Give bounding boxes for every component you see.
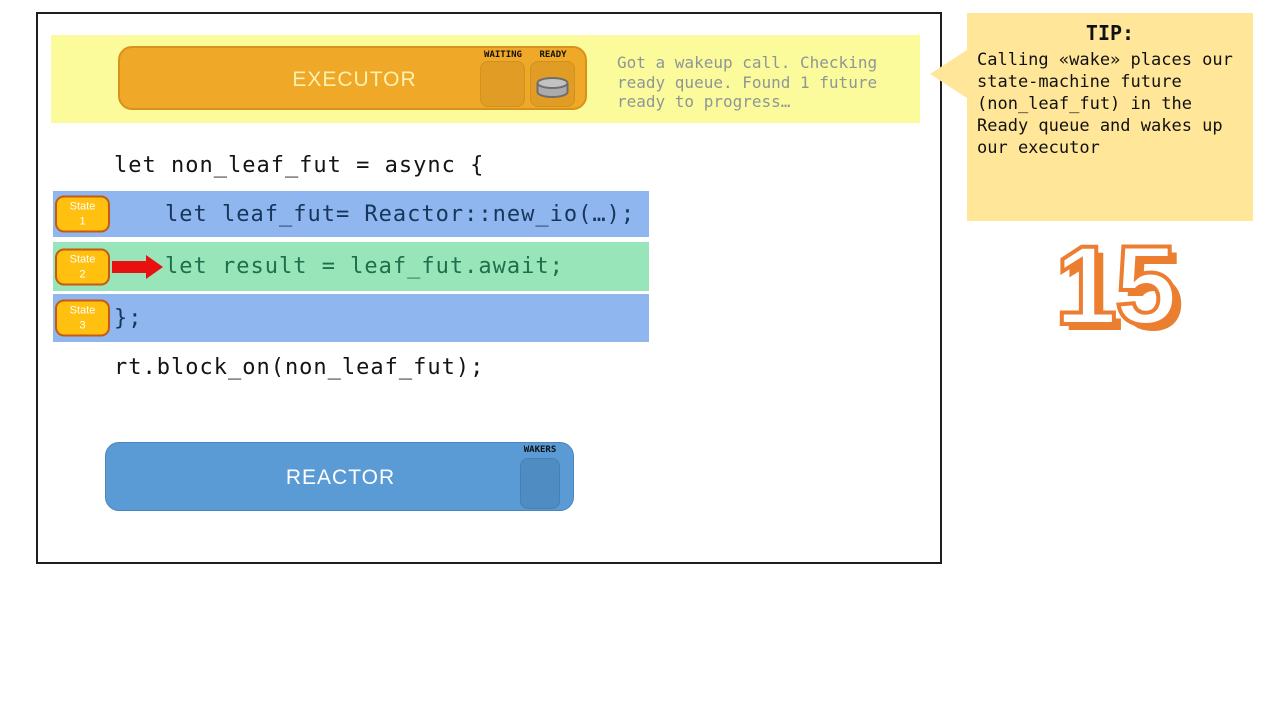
state-2-badge: State 2 [55, 248, 110, 285]
tip-callout-pointer [930, 50, 967, 98]
code-block-on-line: rt.block_on(non_leaf_fut); [114, 355, 485, 380]
current-line-arrow [112, 260, 148, 273]
code-text-state-1: let leaf_fut= Reactor::new_io(…); [165, 201, 636, 227]
state-badge-label: State [69, 253, 96, 265]
state-badge-number: 1 [79, 215, 86, 228]
state-1-badge: State 1 [55, 195, 110, 233]
future-cylinder-icon [534, 75, 571, 105]
slide-frame: EXECUTOR WAITING READY Got a wakeup call… [36, 12, 942, 564]
code-text-state-3: }; [114, 305, 143, 331]
ready-queue-slot [530, 61, 575, 107]
wakers-slot [520, 458, 560, 509]
waiting-queue-slot [480, 61, 525, 107]
current-line-arrow-head [146, 254, 163, 279]
status-line-3: ready to progress… [617, 92, 791, 111]
state-3-badge: State 3 [55, 299, 110, 337]
executor-banner: EXECUTOR WAITING READY Got a wakeup call… [51, 35, 920, 123]
reactor-box: REACTOR WAKERS [105, 442, 574, 511]
code-opening-line: let non_leaf_fut = async { [114, 153, 485, 178]
ready-queue-label: READY [539, 50, 567, 60]
state-badge-number: 2 [79, 268, 86, 280]
code-row-state-1: State 1 let leaf_fut= Reactor::new_io(…)… [53, 191, 649, 237]
state-badge-label: State [69, 304, 96, 317]
tip-line-2: state-machine future [977, 72, 1182, 92]
tip-line-5: our executor [977, 138, 1100, 158]
executor-box: EXECUTOR WAITING READY [118, 46, 587, 110]
tip-title: TIP: [1085, 21, 1135, 45]
waiting-queue-label: WAITING [484, 50, 522, 60]
wakers-label: WAKERS [523, 445, 557, 455]
status-line-2: ready queue. Found 1 future [617, 72, 878, 92]
slide-number: 15 [1053, 223, 1180, 348]
state-badge-label: State [69, 200, 96, 213]
code-text-state-2: let result = leaf_fut.await; [165, 254, 564, 279]
tip-line-1: Calling «wake» places our [977, 50, 1233, 70]
state-badge-number: 3 [79, 319, 86, 332]
status-line-1: Got a wakeup call. Checking [617, 53, 878, 72]
tip-line-3: (non_leaf_fut) in the [977, 94, 1192, 114]
tip-line-4: Ready queue and wakes up [977, 116, 1223, 136]
reactor-title: REACTOR [285, 465, 396, 489]
executor-title: EXECUTOR [292, 68, 417, 91]
code-row-state-2: State 2 let result = leaf_fut.await; [53, 242, 649, 291]
code-row-state-3: State 3 }; [53, 294, 649, 342]
